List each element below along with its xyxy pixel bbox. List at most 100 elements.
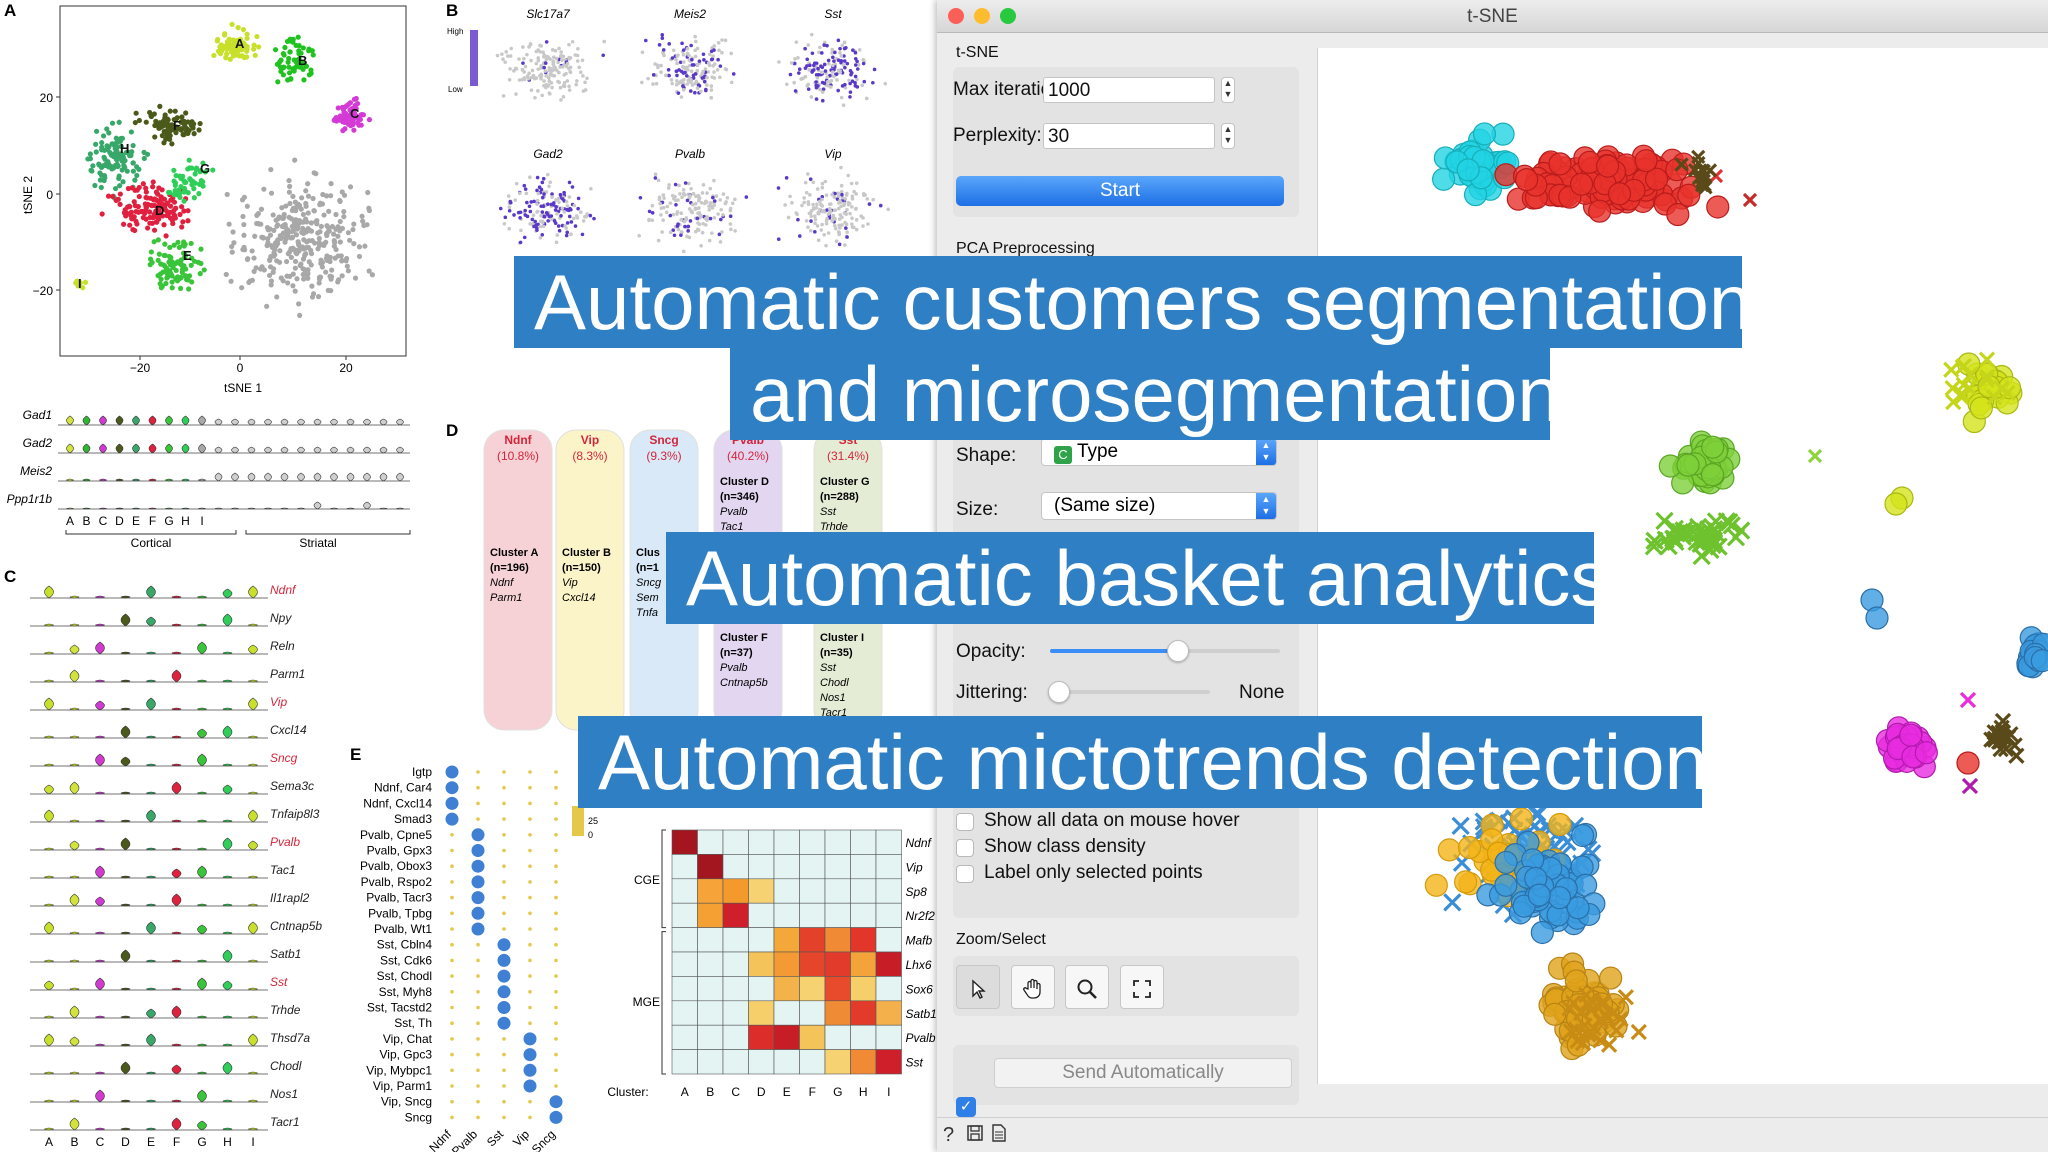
violin-shape xyxy=(264,418,272,426)
label-selected-label: Label only selected points xyxy=(984,862,1203,883)
panel-b-point xyxy=(508,199,513,204)
help-icon[interactable]: ? xyxy=(943,1124,955,1146)
panel-b-point xyxy=(680,195,684,200)
panel-a-point xyxy=(321,212,327,218)
panel-b-point xyxy=(544,211,549,215)
report-icon[interactable] xyxy=(991,1124,1007,1148)
panel-b-point xyxy=(821,87,826,91)
panel-b-point xyxy=(796,56,800,60)
zoom-window-button[interactable] xyxy=(1000,8,1016,24)
save-icon[interactable] xyxy=(966,1124,984,1148)
violin-shape xyxy=(132,478,140,482)
panel-a-point xyxy=(369,272,375,278)
minimize-window-button[interactable] xyxy=(974,8,990,24)
panel-b-point xyxy=(675,79,679,83)
perplexity-spinner[interactable]: ▲▼ xyxy=(1221,123,1235,149)
panel-c-violin xyxy=(120,725,131,739)
opacity-slider-track[interactable] xyxy=(1050,640,1280,662)
panel-e-col-label: Pvalb xyxy=(449,1127,480,1152)
send-automatically-checkbox[interactable]: ✓ xyxy=(956,1097,976,1117)
show-all-data-checkbox[interactable] xyxy=(956,813,974,831)
magnifier-icon[interactable] xyxy=(1065,965,1109,1009)
panel-a-point xyxy=(289,228,295,235)
panel-a-point xyxy=(269,244,275,251)
panel-a-point xyxy=(186,157,192,163)
panel-d-group-pct: (31.4%) xyxy=(827,449,869,463)
panel-b-point xyxy=(708,201,713,205)
close-window-button[interactable] xyxy=(948,8,964,24)
panel-b-point xyxy=(832,195,837,200)
pointer-icon[interactable] xyxy=(956,965,1000,1009)
panel-a-point xyxy=(92,182,98,189)
jittering-slider-handle[interactable] xyxy=(1048,681,1070,703)
panel-b-point xyxy=(784,176,789,180)
violin-shape xyxy=(280,472,289,482)
panel-c-violin xyxy=(120,1099,131,1103)
max-iterations-input[interactable]: 1000 xyxy=(1043,77,1215,103)
panel-a-point xyxy=(254,212,260,218)
panel-a-point xyxy=(286,70,293,76)
show-class-density-checkbox[interactable] xyxy=(956,839,974,857)
panel-b-point xyxy=(733,229,737,233)
hand-icon[interactable] xyxy=(1011,965,1055,1009)
panel-b-point xyxy=(559,54,563,58)
max-iterations-spinner[interactable]: ▲▼ xyxy=(1221,77,1235,103)
panel-b-point xyxy=(521,61,525,65)
panel-e-dot xyxy=(471,844,485,857)
panel-a-point xyxy=(275,240,281,247)
panel-b-point xyxy=(601,53,606,58)
heatmap-cell xyxy=(671,951,698,977)
panel-b-point xyxy=(846,200,851,205)
heatmap-cell xyxy=(850,902,877,928)
panel-a-point xyxy=(181,198,187,204)
panel-b-point xyxy=(547,79,552,83)
panel-b-point xyxy=(844,222,849,227)
heatmap-cell xyxy=(773,902,800,928)
panel-a-cluster-label: E xyxy=(183,248,192,263)
send-button[interactable]: Send Automatically xyxy=(994,1058,1292,1088)
shape-combo[interactable]: C Type ▲▼ xyxy=(1041,438,1277,466)
panel-e-dot xyxy=(502,927,506,931)
panel-a-point xyxy=(155,257,161,263)
panel-e-row-label: Pvalb, Cpne5 xyxy=(360,828,432,842)
scatter-circle-point xyxy=(1569,172,1594,196)
panel-b-point xyxy=(560,223,565,228)
opacity-slider-handle[interactable] xyxy=(1166,640,1189,662)
panel-b-point xyxy=(865,197,870,201)
heatmap-cell xyxy=(799,878,826,904)
panel-a-point xyxy=(158,276,164,282)
panel-e-row-label: Sst, Myh8 xyxy=(379,985,433,999)
panel-b-point xyxy=(544,190,549,194)
panel-a-point xyxy=(282,44,288,51)
panel-a-point xyxy=(300,219,306,225)
scatter-canvas[interactable] xyxy=(1318,48,2048,1084)
jittering-slider-track[interactable] xyxy=(1048,681,1210,703)
panel-a-point xyxy=(173,267,179,274)
panel-c-violin xyxy=(44,679,54,683)
panel-b-point xyxy=(681,191,686,196)
panel-e-dot xyxy=(497,1016,511,1030)
fit-icon[interactable] xyxy=(1120,965,1164,1009)
panel-b-point xyxy=(823,69,828,73)
size-combo[interactable]: (Same size) ▲▼ xyxy=(1041,492,1277,520)
panel-b-point xyxy=(820,197,824,202)
panel-b-point xyxy=(730,201,735,206)
perplexity-input[interactable]: 30 xyxy=(1043,123,1215,149)
panel-b-point xyxy=(671,48,676,53)
heatmap-cell xyxy=(748,976,775,1002)
panel-a-point xyxy=(200,183,206,189)
start-button[interactable]: Start xyxy=(956,176,1284,206)
panel-c-violin xyxy=(95,1043,105,1047)
scatter-circle-point xyxy=(1706,195,1730,219)
panel-a-point xyxy=(151,227,158,233)
panel-d-cluster-name: Cluster A xyxy=(490,547,539,559)
panel-a-point xyxy=(181,243,187,249)
label-selected-checkbox[interactable] xyxy=(956,865,974,883)
status-bar: ? xyxy=(937,1117,2048,1152)
panel-b-point xyxy=(859,214,863,218)
panel-a-point xyxy=(333,246,339,253)
panel-c-violin xyxy=(248,585,258,599)
heatmap-cell xyxy=(722,951,749,977)
panel-a-point xyxy=(285,227,291,233)
heatmap-cell xyxy=(748,1000,775,1026)
